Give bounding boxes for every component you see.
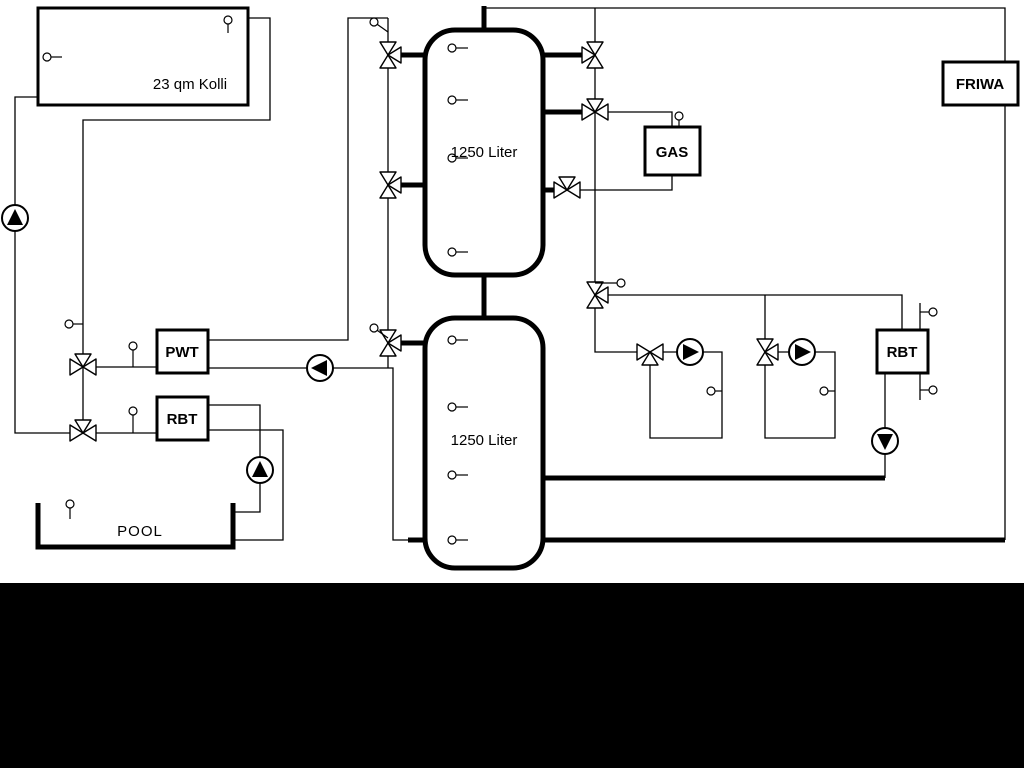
temperature-sensor-icon xyxy=(447,470,468,480)
rbt-circulation-pump-icon xyxy=(871,427,899,455)
three-way-valve-heating-circuit-2-icon xyxy=(756,338,779,366)
three-way-valve-boiler-flow-icon xyxy=(581,98,609,121)
gas-label: GAS xyxy=(656,144,689,161)
temperature-sensor-icon xyxy=(674,111,684,127)
friwa-station-box xyxy=(941,60,1020,107)
pool-basin xyxy=(35,503,236,550)
temperature-sensor-icon xyxy=(128,406,138,433)
temperature-sensor-icon xyxy=(128,341,138,367)
temperature-sensor-icon xyxy=(447,247,468,257)
buffer-tank-upper xyxy=(422,27,546,278)
temperature-sensor-icon xyxy=(819,386,835,396)
pwt-heat-exchanger-box xyxy=(155,328,210,375)
three-way-valve-solar-return-icon xyxy=(69,419,97,442)
temperature-sensor-icon xyxy=(447,535,468,545)
temperature-sensor-icon xyxy=(369,323,389,339)
heating-circuit-2-pump-icon xyxy=(788,338,816,366)
collector-label: 23 qm Kolli xyxy=(153,76,227,93)
friwa-flow-pipe xyxy=(484,7,1006,62)
pwt-tank-manifold-a xyxy=(208,17,388,341)
boiler-return-pipe xyxy=(553,175,673,191)
friwa-label: FRIWA xyxy=(956,76,1004,93)
bottom-black-mask xyxy=(0,583,1024,768)
heating-circuit-1-pipe xyxy=(594,8,723,439)
rbt-right-label: RBT xyxy=(887,344,918,361)
buffer-tank-lower xyxy=(422,315,546,571)
temperature-sensor-icon xyxy=(595,278,626,288)
three-way-valve-heating-circuit-1-icon xyxy=(636,343,664,366)
temperature-sensor-icon xyxy=(920,385,938,395)
three-way-valve-tank-lower-icon xyxy=(379,329,402,357)
temperature-sensor-icon xyxy=(447,43,468,53)
rbt-left-box xyxy=(155,395,210,442)
pwt-label: PWT xyxy=(165,344,198,361)
pwt-charge-pump-icon xyxy=(306,354,334,382)
heating-circuit-1-pump-icon xyxy=(676,338,704,366)
heating-circuit-2-pipe xyxy=(764,295,836,439)
three-way-valve-boiler-top-icon xyxy=(581,41,604,69)
tank-upper-label: 1250 Liter xyxy=(451,144,518,161)
temperature-sensor-icon xyxy=(447,95,468,105)
solar-pump-icon xyxy=(1,204,29,232)
temperature-sensor-icon xyxy=(447,335,468,345)
pwt-pump-pipe xyxy=(208,367,427,541)
three-way-valve-solar-supply-icon xyxy=(69,353,97,376)
three-way-valve-boiler-return-icon xyxy=(553,176,581,199)
temperature-sensor-icon xyxy=(369,17,389,33)
temperature-sensor-icon xyxy=(42,52,62,62)
solar-loop-pipe xyxy=(14,17,271,434)
temperature-sensor-icon xyxy=(447,153,468,163)
boiler-flow-pipe xyxy=(595,111,673,127)
temperature-sensor-icon xyxy=(920,307,938,317)
gas-boiler-box xyxy=(643,125,702,177)
rbt-left-label: RBT xyxy=(167,411,198,428)
pool-return-pipe xyxy=(208,429,284,541)
temperature-sensor-icon xyxy=(447,402,468,412)
temperature-sensor-icon xyxy=(64,319,83,329)
three-way-valve-tank-mid-icon xyxy=(379,171,402,199)
three-way-valve-heating-supply-icon xyxy=(586,281,609,309)
temperature-sensor-icon xyxy=(223,15,233,33)
pool-label: POOL xyxy=(117,523,163,540)
tank-lower-label: 1250 Liter xyxy=(451,432,518,449)
solar-collector-box xyxy=(36,6,250,107)
temperature-sensor-icon xyxy=(706,386,722,396)
temperature-sensor-icon xyxy=(65,499,75,519)
heating-header-pipe xyxy=(595,294,903,330)
pool-pump-icon xyxy=(246,456,274,484)
rbt-right-box xyxy=(875,328,930,375)
component-symbols xyxy=(1,15,938,545)
three-way-valve-tank-top-icon xyxy=(379,41,402,69)
